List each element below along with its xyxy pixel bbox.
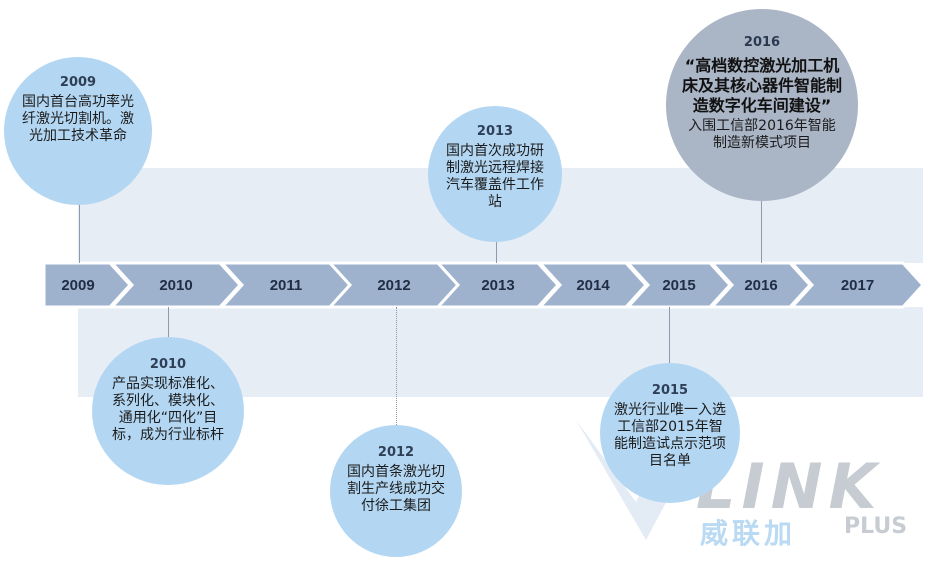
milestone-year: 2010 — [149, 357, 187, 372]
timeline-year-label: 2010 — [159, 277, 192, 294]
milestone-year: 2015 — [651, 383, 689, 398]
timeline-year-label: 2009 — [61, 277, 94, 294]
milestone-text: 国内首条激光切割生产线成功交付徐工集团 — [347, 464, 445, 514]
connector-2009 — [79, 195, 80, 263]
watermark-plus-text: PLUS — [844, 514, 908, 539]
milestone-text: 国内首台高功率光纤激光切割机。激光加工技术革命 — [22, 94, 134, 144]
milestone-highlight: “高档数控激光加工机床及其核心器件智能制造数字化车间建设” — [682, 56, 843, 115]
timeline-year-label: 2017 — [841, 277, 874, 294]
milestone-2013: 2013 国内首次成功研制激光远程焊接汽车覆盖件工作站 — [428, 106, 562, 242]
timeline-year-label: 2015 — [662, 277, 695, 294]
timeline-year-label: 2013 — [481, 277, 514, 294]
connector-2015 — [669, 307, 670, 363]
milestone-year: 2016 — [743, 35, 781, 50]
milestone-year: 2012 — [377, 445, 415, 460]
watermark-cn-text: 威联加 — [700, 517, 797, 550]
milestone-text: 国内首次成功研制激光远程焊接汽车覆盖件工作站 — [446, 143, 544, 210]
timeline-segment-2017 — [788, 261, 926, 309]
milestone-2015: 2015 激光行业唯一入选工信部2015年智能制造试点示范项目名单 — [600, 363, 740, 503]
timeline-year-label: 2011 — [270, 277, 303, 294]
timeline-year-label: 2016 — [744, 277, 777, 294]
milestone-year: 2009 — [59, 75, 97, 90]
timeline-year-label: 2014 — [576, 277, 610, 294]
timeline-year-label: 2012 — [377, 277, 410, 294]
milestone-year: 2013 — [476, 124, 514, 139]
milestone-2009: 2009 国内首台高功率光纤激光切割机。激光加工技术革命 — [4, 57, 152, 205]
milestone-text: 产品实现标准化、系列化、模块化、通用化“四化”目标，成为行业标杆 — [112, 376, 224, 443]
connector-2016 — [761, 200, 762, 263]
milestone-2016: 2016 “高档数控激光加工机床及其核心器件智能制造数字化车间建设” 入围工信部… — [666, 9, 858, 201]
milestone-text: 入围工信部2016年智能制造新模式项目 — [688, 118, 836, 151]
milestone-text: 激光行业唯一入选工信部2015年智能制造试点示范项目名单 — [614, 402, 726, 469]
milestone-2010: 2010 产品实现标准化、系列化、模块化、通用化“四化”目标，成为行业标杆 — [92, 337, 244, 485]
milestone-2012: 2012 国内首条激光切割生产线成功交付徐工集团 — [330, 425, 462, 557]
connector-2012 — [396, 307, 398, 425]
connector-2010 — [168, 307, 169, 337]
connector-2013 — [496, 242, 497, 263]
